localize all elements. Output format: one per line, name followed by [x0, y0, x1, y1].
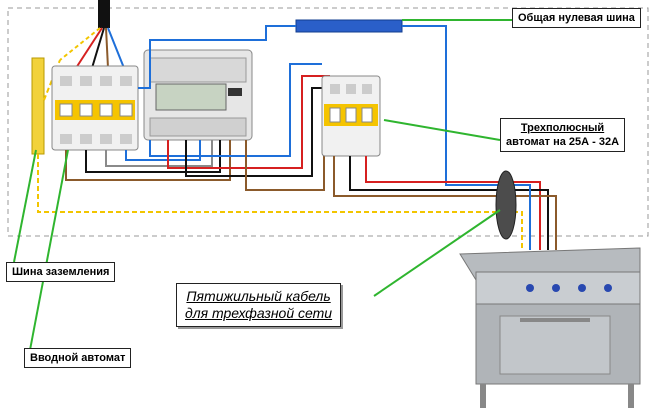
neutral-bus-label: Общая нулевая шина [512, 8, 641, 28]
three-pole-breaker-label-line2: автомат на 25А - 32А [506, 136, 620, 148]
three-pole-breaker-icon [321, 75, 381, 157]
cable-bundle-icon [495, 170, 517, 240]
cable-label-line2: для трехфазной сети [185, 305, 333, 321]
electric-meter-icon [143, 49, 253, 141]
cable-label: Пятижильный кабель для трехфазной сети [176, 283, 342, 327]
three-pole-breaker-label: Трехполюсный автомат на 25А - 32А [500, 118, 626, 152]
ground-bus-bar [31, 57, 45, 155]
panel-outline [7, 7, 649, 237]
electric-stove-icon [459, 247, 641, 408]
neutral-bus-bar [295, 19, 403, 33]
input-breaker-label: Вводной автомат [24, 348, 132, 368]
four-pole-breaker-icon [51, 65, 139, 151]
three-pole-breaker-label-line1: Трехполюсный [520, 122, 605, 134]
cable-label-line1: Пятижильный кабель [186, 288, 331, 304]
incoming-cable [59, 0, 125, 69]
neutral-wiring [138, 25, 500, 186]
pointer-lines [13, 19, 512, 351]
ground-bus-label: Шина заземления [6, 262, 116, 282]
